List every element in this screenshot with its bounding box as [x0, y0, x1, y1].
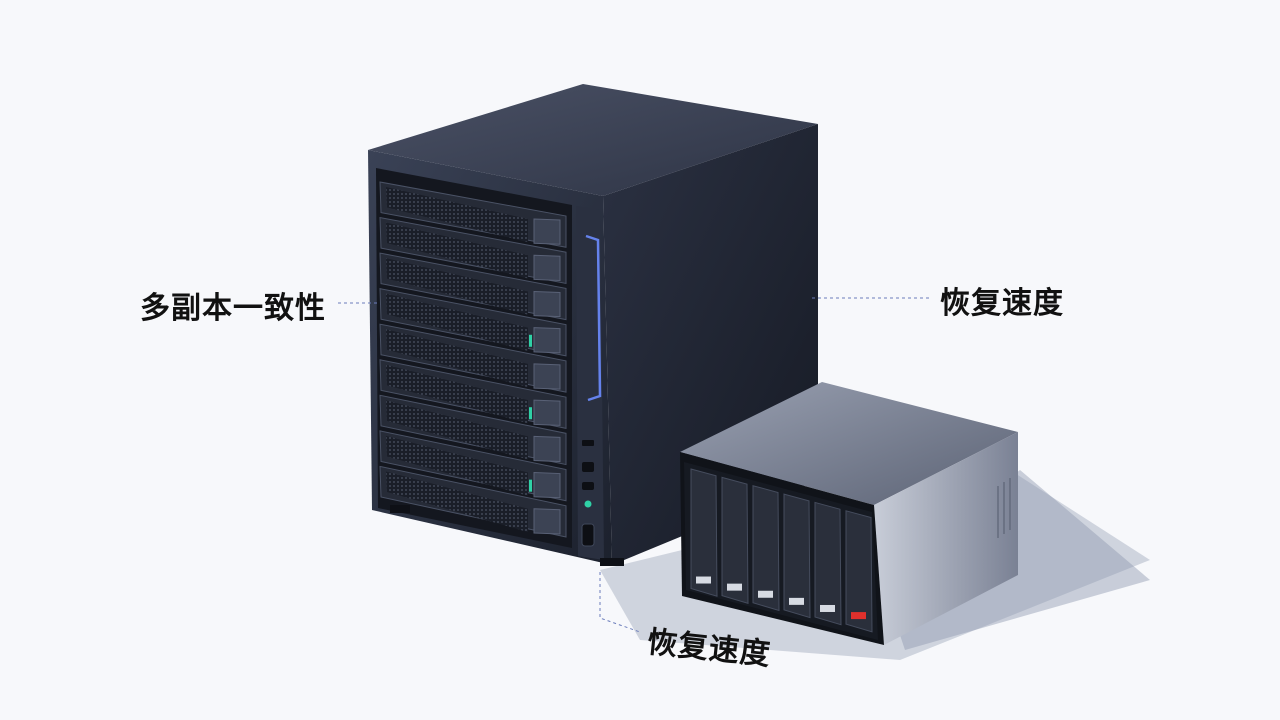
bay-status-led-icon: [529, 479, 532, 492]
leader-lines: [338, 297, 930, 633]
power-button: [581, 523, 595, 547]
leader-bottom: [599, 572, 641, 633]
side-vents: [997, 478, 1011, 538]
nas-side: [874, 432, 1018, 645]
nas-enclosure: [680, 382, 1018, 645]
nas-drive-bay: [752, 485, 780, 612]
button-small-2: [582, 482, 594, 490]
server-top: [368, 84, 818, 196]
bay-latch-icon: [789, 597, 804, 605]
alert-led-icon: [851, 612, 866, 620]
drive-bay: [379, 181, 567, 248]
bay-latch-icon: [820, 604, 835, 612]
drive-bay: [379, 252, 567, 321]
drive-bay: [379, 430, 567, 502]
drive-bay: [379, 394, 567, 466]
bay-status-led-icon: [529, 334, 532, 347]
nas-drive-bay: [814, 501, 842, 626]
bay-status-led-icon: [529, 407, 532, 420]
button-small: [582, 462, 594, 472]
drive-bay: [379, 359, 567, 429]
callout-right: 恢复速度: [940, 286, 1064, 321]
bay-latch-icon: [727, 583, 742, 591]
nas-drive-bay: [783, 493, 811, 619]
nas-drive-bay: [845, 510, 873, 633]
nas-drive-bays: [690, 468, 873, 633]
drive-bay: [379, 216, 567, 285]
drive-bay: [379, 465, 567, 538]
drive-bay: [379, 323, 567, 393]
blue-led-strip: [585, 234, 602, 402]
nas-drive-bay: [721, 476, 749, 605]
drive-bay-column: [379, 181, 567, 538]
nas-drive-bay: [690, 468, 718, 597]
callout-left: 多副本一致性: [140, 291, 326, 326]
drive-bay: [379, 288, 567, 357]
bay-latch-icon: [696, 576, 711, 584]
usb-port: [582, 440, 594, 446]
status-led-icon: [584, 500, 592, 508]
nas-top: [680, 382, 1018, 505]
bay-latch-icon: [758, 590, 773, 598]
